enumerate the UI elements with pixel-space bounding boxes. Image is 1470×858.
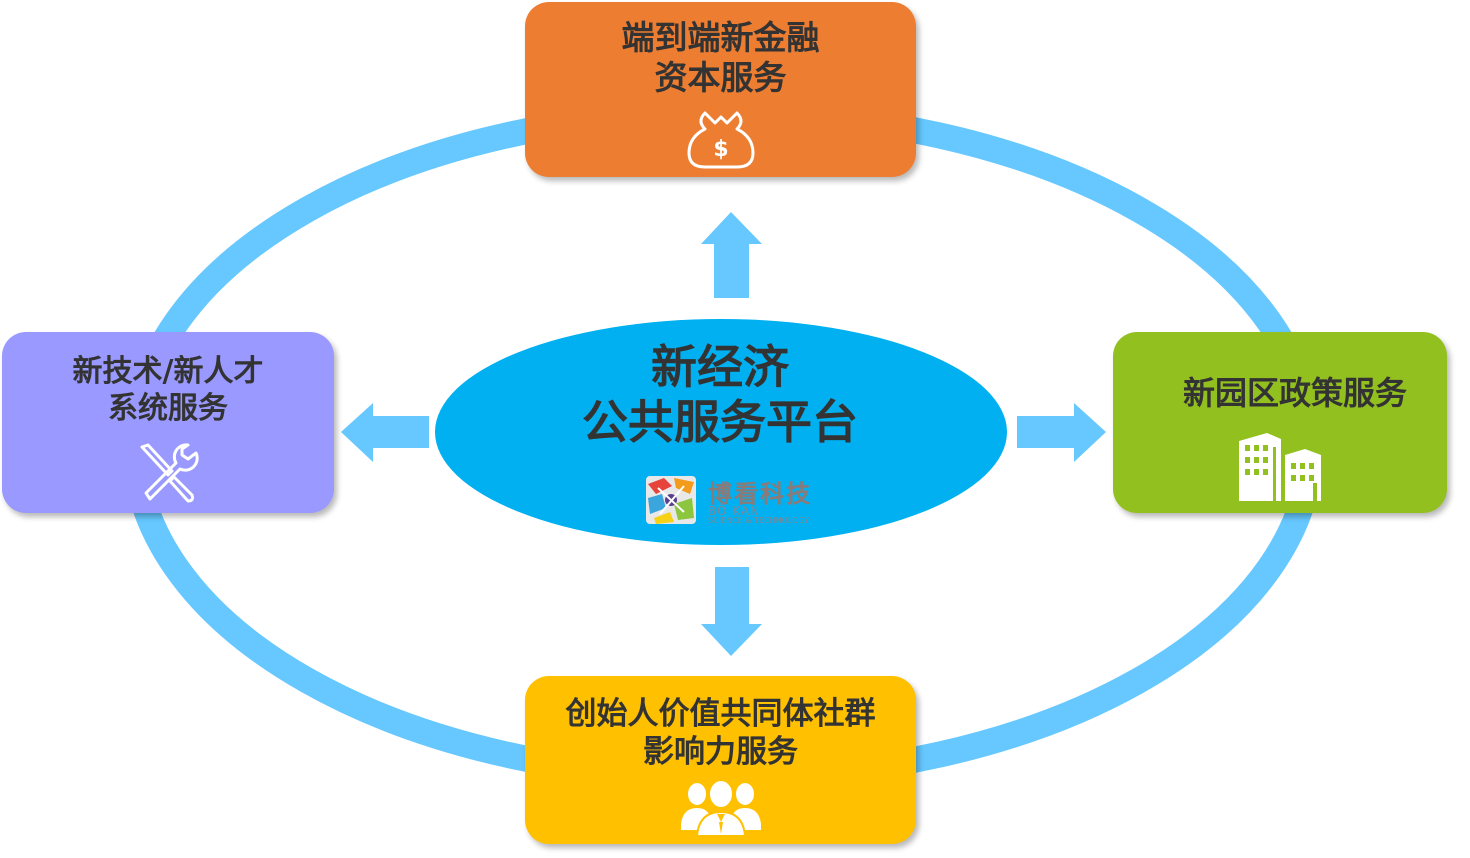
node-park-policy-service-line-1: 新园区政策服务 bbox=[1182, 374, 1407, 412]
company-logo: 博看科技 BŌ KAN SCIENCE & TECHNOLOGY bbox=[644, 474, 844, 526]
wrench-screwdriver-icon bbox=[140, 443, 199, 503]
node-capital-service-label: 端到端新金融 资本服务 bbox=[622, 18, 820, 99]
people-group-icon bbox=[680, 778, 761, 836]
node-tech-talent-service-label: 新技术/新人才 系统服务 bbox=[73, 354, 264, 427]
node-founder-community-service: 创始人价值共同体社群 影响力服务 bbox=[525, 676, 916, 844]
node-tech-talent-service-line-2: 系统服务 bbox=[108, 390, 228, 426]
node-capital-service: 端到端新金融 资本服务 $ bbox=[525, 2, 916, 177]
node-tech-talent-service-line-1: 新技术/新人才 bbox=[72, 354, 264, 389]
center-ellipse bbox=[435, 319, 1007, 545]
node-tech-talent-service: 新技术/新人才 系统服务 bbox=[2, 332, 334, 513]
node-park-policy-service-label: 新园区政策服务 bbox=[1183, 374, 1407, 413]
platform-title-line-2: 公共服务平台 bbox=[582, 395, 858, 450]
arrow-left bbox=[341, 403, 429, 462]
node-park-policy-service: 新园区政策服务 bbox=[1113, 332, 1447, 513]
logo-name-en: BŌ KAN bbox=[708, 504, 761, 518]
arrow-right bbox=[1017, 403, 1106, 462]
svg-text:$: $ bbox=[713, 137, 728, 162]
node-founder-community-service-line-1: 创始人价值共同体社群 bbox=[565, 696, 876, 732]
node-founder-community-service-label: 创始人价值共同体社群 影响力服务 bbox=[566, 696, 876, 772]
money-bag-icon: $ bbox=[687, 111, 754, 168]
logo-name-cn: 博看科技 bbox=[708, 480, 812, 508]
logo-tagline: SCIENCE & TECHNOLOGY bbox=[708, 516, 810, 525]
node-capital-service-line-1: 端到端新金融 bbox=[621, 18, 820, 57]
node-capital-service-line-2: 资本服务 bbox=[654, 58, 787, 98]
logo-mark-icon bbox=[646, 476, 696, 524]
platform-title: 新经济 公共服务平台 bbox=[495, 340, 945, 450]
arrow-down bbox=[701, 567, 762, 656]
buildings-icon bbox=[1239, 433, 1321, 502]
node-founder-community-service-line-2: 影响力服务 bbox=[643, 733, 798, 770]
platform-title-line-1: 新经济 bbox=[651, 340, 789, 394]
arrow-up bbox=[701, 212, 762, 298]
